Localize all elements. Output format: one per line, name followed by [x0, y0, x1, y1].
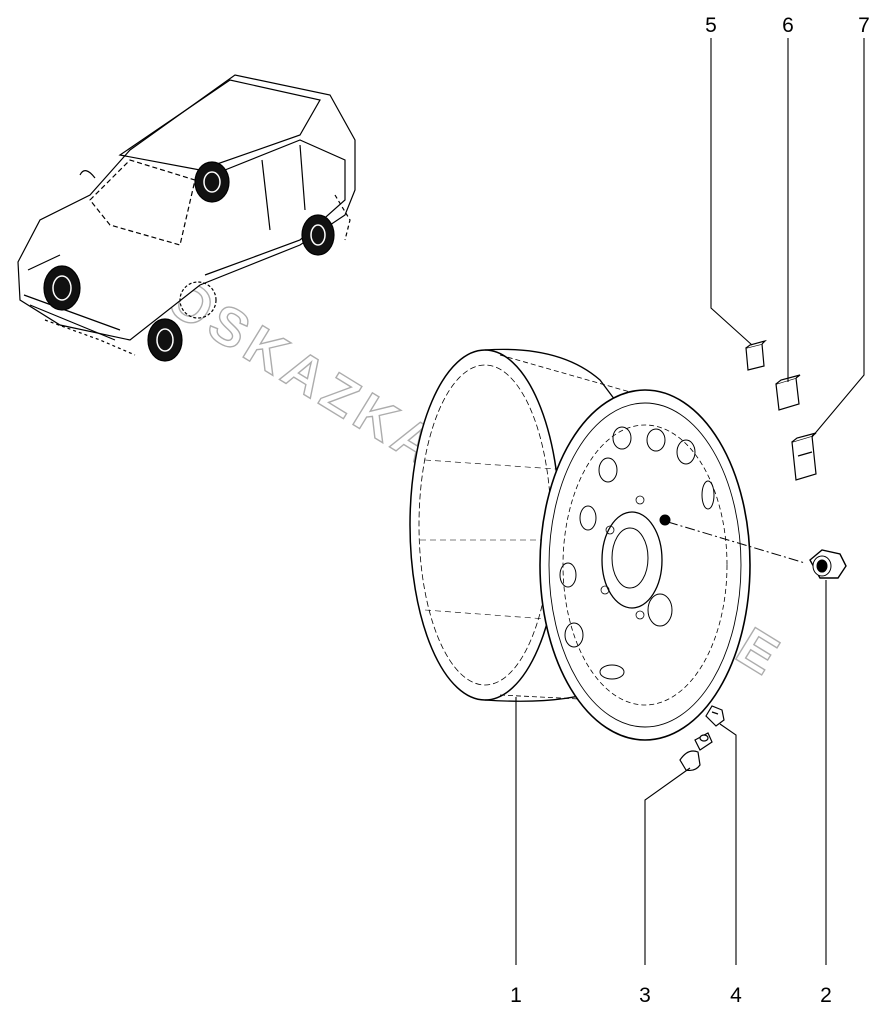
- leader-line-4: [719, 723, 737, 965]
- callout-1: 1: [510, 984, 522, 1007]
- callout-6: 6: [782, 14, 794, 37]
- valve-cap: [705, 705, 725, 727]
- callout-5: 5: [705, 14, 717, 37]
- tire-valve: [679, 732, 713, 772]
- callout-4: 4: [730, 984, 742, 1007]
- wheel-nut: [809, 549, 847, 579]
- leader-line-7: [811, 38, 865, 438]
- leader-line-3: [644, 767, 691, 965]
- vehicle-wheel-spare: [194, 161, 230, 203]
- leader-line-5: [710, 38, 753, 346]
- balance-weight-7: [791, 432, 817, 481]
- balance-weight-5: [745, 339, 768, 371]
- vehicle-illustration: [17, 74, 356, 362]
- vehicle-wheel-front-right: [147, 318, 183, 362]
- balance-weight-6: [775, 374, 801, 411]
- wheel-rim: [409, 348, 751, 741]
- callout-2: 2: [820, 984, 832, 1007]
- leader-lines: [515, 38, 865, 965]
- assembly-axis-line: [667, 521, 806, 564]
- vehicle-wheel-rear: [301, 214, 335, 256]
- callout-7: 7: [858, 14, 870, 37]
- callout-3: 3: [639, 984, 651, 1007]
- vehicle-wheel-front-left: [43, 265, 81, 311]
